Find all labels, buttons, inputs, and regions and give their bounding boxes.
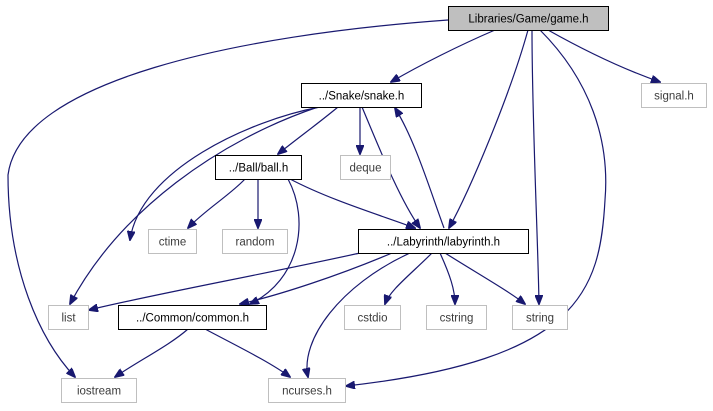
- node-cstring[interactable]: cstring: [426, 305, 487, 330]
- edge-labyrinth-to-ncurses: [307, 252, 411, 377]
- node-box-list: [48, 305, 89, 330]
- node-random[interactable]: random: [222, 229, 288, 254]
- node-box-common: [118, 305, 267, 330]
- edges-layer: [7, 19, 660, 386]
- edge-common-to-iostream: [115, 328, 189, 377]
- node-label-snake: ../Snake/snake.h: [319, 91, 405, 103]
- edge-game-to-labyrinth: [449, 29, 529, 228]
- node-box-random: [222, 229, 288, 254]
- edge-ball-to-ctime: [188, 178, 246, 228]
- edge-game-to-ncurses: [346, 29, 607, 386]
- node-snake[interactable]: ../Snake/snake.h: [301, 83, 422, 108]
- node-label-common: ../Common/common.h: [136, 313, 249, 325]
- node-label-iostream: iostream: [77, 386, 121, 398]
- node-label-game: Libraries/Game/game.h: [468, 14, 588, 26]
- node-box-deque: [340, 155, 391, 180]
- node-ball[interactable]: ../Ball/ball.h: [215, 155, 302, 180]
- nodes-layer: Libraries/Game/game.h ../Snake/snake.h sig…: [48, 6, 707, 403]
- edge-ball-to-common: [250, 178, 300, 304]
- edge-game-to-string: [531, 29, 539, 304]
- node-label-list: list: [61, 313, 76, 325]
- node-box-ball: [215, 155, 302, 180]
- node-ctime[interactable]: ctime: [148, 229, 197, 254]
- edge-game-to-signal: [547, 29, 660, 82]
- node-box-signal: [641, 83, 707, 108]
- node-box-labyrinth: [358, 229, 529, 254]
- edge-snake-to-ball: [278, 106, 339, 154]
- node-game[interactable]: Libraries/Game/game.h: [448, 6, 609, 31]
- node-deque[interactable]: deque: [340, 155, 391, 180]
- node-box-cstdio: [344, 305, 401, 330]
- node-label-labyrinth: ../Labyrinth/labyrinth.h: [387, 237, 500, 249]
- node-label-ctime: ctime: [159, 237, 186, 249]
- node-common[interactable]: ../Common/common.h: [118, 305, 267, 330]
- edge-game-to-iostream: [7, 19, 449, 377]
- edge-snake-to-list: [70, 106, 319, 304]
- node-box-iostream: [61, 378, 137, 403]
- node-box-ctime: [148, 229, 197, 254]
- node-iostream[interactable]: iostream: [61, 378, 137, 403]
- edge-common-to-ncurses: [204, 328, 290, 377]
- node-string[interactable]: string: [512, 305, 568, 330]
- node-list[interactable]: list: [48, 305, 89, 330]
- node-labyrinth[interactable]: ../Labyrinth/labyrinth.h: [358, 229, 529, 254]
- edge-labyrinth-to-list: [89, 252, 361, 310]
- node-box-string: [512, 305, 568, 330]
- node-box-ncurses: [268, 378, 346, 403]
- edge-game-to-snake: [391, 29, 496, 82]
- node-box-snake: [301, 83, 422, 108]
- edge-labyrinth-to-cstdio: [385, 252, 433, 304]
- node-cstdio[interactable]: cstdio: [344, 305, 401, 330]
- node-box-game: [448, 6, 609, 31]
- node-ncurses[interactable]: ncurses.h: [268, 378, 346, 403]
- node-box-cstring: [426, 305, 487, 330]
- edge-labyrinth-to-cstring: [439, 252, 455, 304]
- node-label-cstdio: cstdio: [357, 313, 387, 325]
- node-label-string: string: [526, 313, 554, 325]
- node-label-random: random: [236, 237, 275, 249]
- node-label-cstring: cstring: [440, 313, 474, 325]
- edge-labyrinth-to-snake: [395, 108, 445, 229]
- edge-ball-to-labyrinth: [289, 178, 415, 228]
- node-label-ncurses: ncurses.h: [282, 386, 332, 398]
- node-label-ball: ../Ball/ball.h: [229, 163, 288, 175]
- edge-labyrinth-to-string: [444, 252, 525, 304]
- node-signal[interactable]: signal.h: [641, 83, 707, 108]
- edge-labyrinth-to-common: [240, 252, 393, 304]
- node-label-deque: deque: [350, 163, 382, 175]
- node-label-signal: signal.h: [654, 91, 694, 103]
- edge-snake-to-common: [130, 106, 321, 240]
